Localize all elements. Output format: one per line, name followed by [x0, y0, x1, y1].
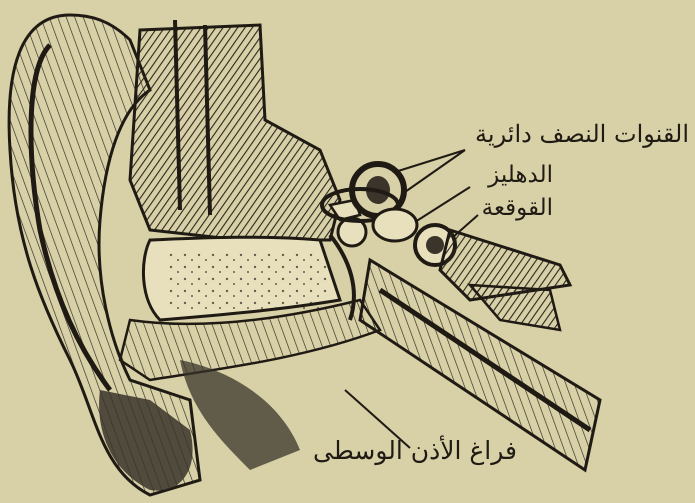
ear-canal-texture — [165, 250, 330, 310]
label-cochlea: القوقعة — [482, 195, 553, 221]
petrous-spur — [470, 285, 560, 330]
temporal-bone — [130, 25, 340, 240]
eustachian-tube-line — [380, 290, 590, 430]
leader-canals-1 — [395, 150, 465, 172]
label-vestibule: الدهليز — [488, 162, 553, 188]
cochlea-core — [426, 236, 444, 254]
label-semicircular-canals: القنوات النصف دائرية — [475, 120, 689, 148]
label-middle-ear-cavity: فراغ الأذن الوسطى — [313, 436, 517, 465]
vestibule — [373, 209, 417, 241]
leader-canals-2 — [405, 150, 465, 192]
leader-vestibule — [415, 187, 470, 222]
